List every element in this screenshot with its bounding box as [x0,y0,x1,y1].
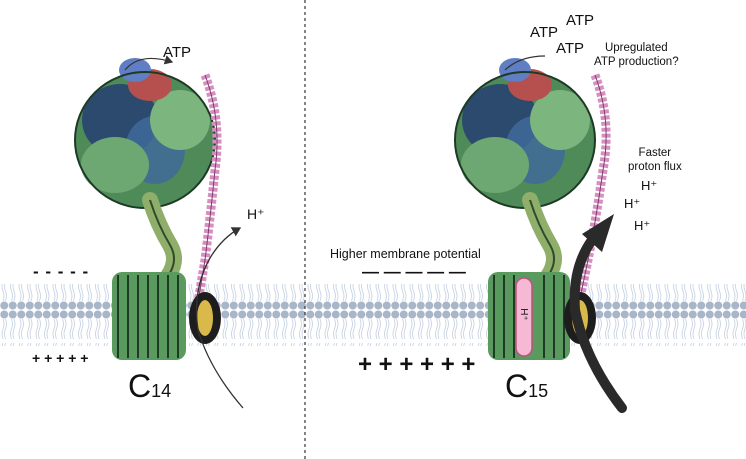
proton-label-right-1: H⁺ [641,178,658,193]
pos-charges-right: + + + + + + [358,351,476,378]
pink-insert [515,277,533,357]
pos-charges-left: + + + + + [32,350,89,366]
c-ring-label-left: C14 [128,368,171,405]
upregulated-text: Upregulated ATP production? [594,41,679,69]
atp-label-left: ATP [163,44,192,61]
ring-subscript-left: 14 [151,381,172,401]
atp-synthase-left [74,58,222,360]
neg-charges-right: — — — — — [362,262,466,281]
atp-synthase-right [454,58,611,360]
f1-head-right [454,58,596,209]
atp-label-1: ATP [530,24,559,41]
ring-subscript-right: 15 [528,381,549,401]
ring-letter-right: C [505,368,529,404]
atp-label-3: ATP [556,40,585,57]
proton-label-right-3: H⁺ [634,218,651,233]
proton-label-left: H⁺ [247,206,265,222]
proton-flux-arrow-right [569,235,627,413]
ring-letter-left: C [128,368,152,404]
proton-path-left [195,227,244,409]
membrane-bilayer [0,284,746,346]
stator-left [189,292,221,344]
proton-flux-arrowhead [582,214,614,252]
proton-label-right-2: H⁺ [624,196,641,211]
atp-arrow-left [124,55,174,71]
faster-flux-text: Faster proton flux [628,146,682,174]
insert-label: H⁺ [517,308,529,321]
neg-charges-left: - - - - - [33,262,90,281]
c-ring-label-right: C15 [505,368,548,405]
upregulated-line-2: ATP production? [594,56,679,68]
membrane-potential-label: Higher membrane potential [330,247,481,261]
atp-label-2: ATP [566,12,595,29]
upregulated-line-1: Upregulated [604,42,668,54]
atp-arrow-right [504,55,546,71]
c-ring-left [112,272,186,360]
faster-flux-line-2: proton flux [628,161,682,173]
faster-flux-line-1: Faster [638,147,672,159]
f1-head-left [74,58,216,209]
